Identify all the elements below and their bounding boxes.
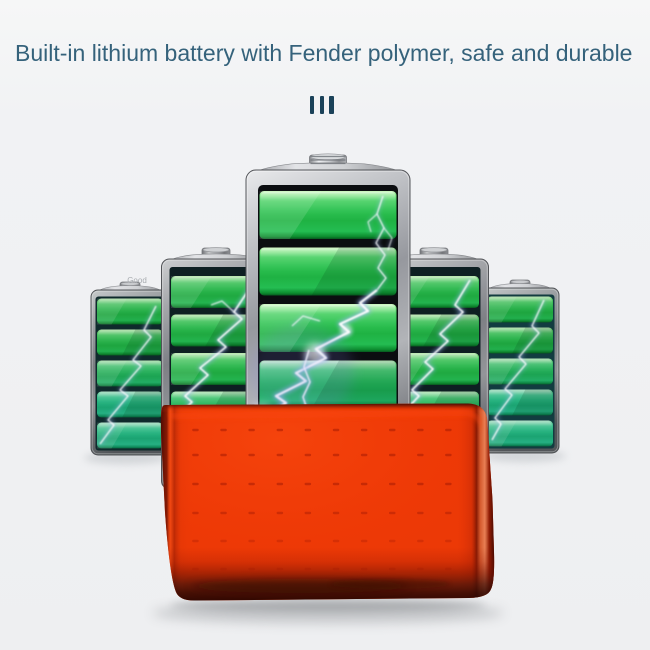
svg-text:Good: Good — [127, 276, 147, 285]
